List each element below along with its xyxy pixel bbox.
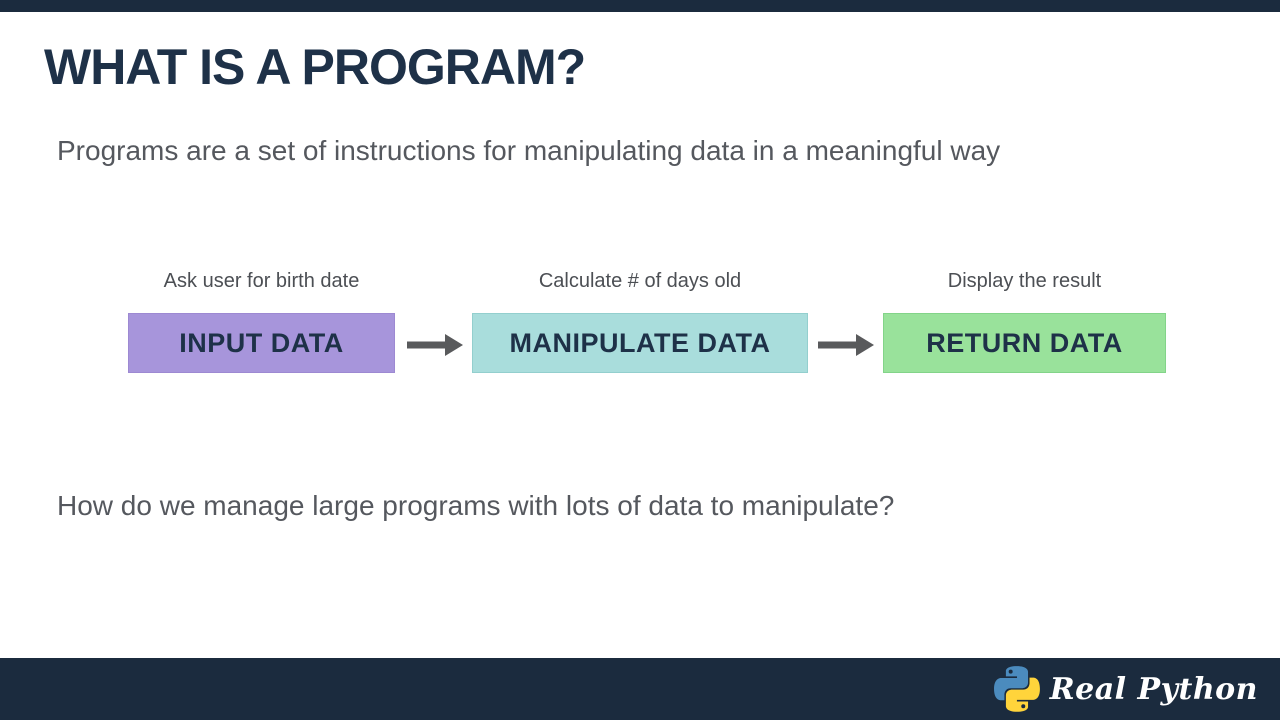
intro-paragraph: Programs are a set of instructions for m… (57, 135, 1001, 166)
flow-arrow-icon (407, 334, 463, 356)
slide-title: WHAT IS A PROGRAM? (44, 39, 586, 95)
realpython-logo: Real Python (993, 666, 1258, 712)
input-data-box: INPUT DATA (128, 313, 395, 373)
step-caption-input: Ask user for birth date (163, 270, 360, 292)
manipulate-data-box: MANIPULATE DATA (472, 313, 808, 373)
top-accent-bar (0, 0, 1280, 12)
flow-arrow-icon (818, 334, 874, 356)
footer-bar: Real Python (0, 658, 1280, 720)
step-caption-manipulate: Calculate # of days old (538, 270, 742, 292)
brand-name: Real Python (1049, 671, 1258, 707)
return-data-box: RETURN DATA (883, 313, 1166, 373)
question-text: How do we manage large programs with lot… (57, 490, 895, 521)
step-caption-return: Display the result (947, 270, 1102, 292)
python-logo-icon (993, 666, 1040, 712)
